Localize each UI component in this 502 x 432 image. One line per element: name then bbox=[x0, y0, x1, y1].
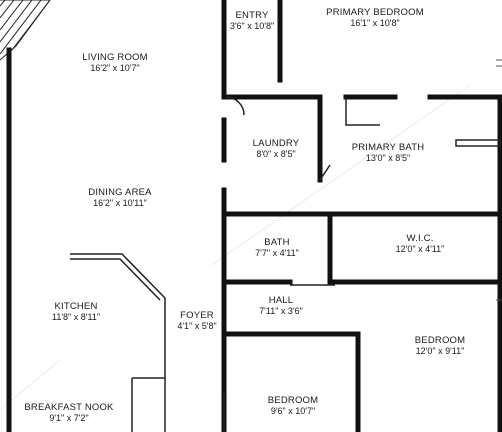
room-label-primary-bedroom: PRIMARY BEDROOM 16'1" x 10'8" bbox=[300, 7, 450, 29]
room-label-hall: HALL 7'11" x 3'6" bbox=[248, 295, 314, 317]
room-dimensions: 7'7" x 4'11" bbox=[255, 248, 299, 258]
room-label-foyer: FOYER 4'1" x 5'8" bbox=[170, 310, 224, 332]
room-label-bedroom-right: BEDROOM 12'0" x 9'11" bbox=[390, 335, 490, 357]
room-name: HALL bbox=[268, 295, 294, 306]
room-label-primary-bath: PRIMARY BATH 13'0" x 8'5" bbox=[338, 142, 438, 164]
room-name: ENTRY bbox=[235, 10, 269, 21]
room-label-wic: W.I.C. 12'0" x 4'11" bbox=[365, 233, 475, 255]
room-name: BATH bbox=[264, 237, 290, 248]
room-dimensions: 7'11" x 3'6" bbox=[259, 306, 303, 316]
room-name: BEDROOM bbox=[267, 395, 319, 406]
room-dimensions: 3'6" x 10'8" bbox=[229, 21, 275, 31]
room-label-breakfast-nook: BREAKFAST NOOK 9'1" x 7'2" bbox=[14, 402, 124, 424]
room-dimensions: 16'1" x 10'8" bbox=[350, 18, 400, 28]
room-label-bath: BATH 7'7" x 4'11" bbox=[240, 237, 314, 259]
room-name: DINING AREA bbox=[88, 187, 152, 198]
room-label-laundry: LAUNDRY 8'0" x 8'5" bbox=[238, 138, 314, 160]
room-dimensions: 13'0" x 8'5" bbox=[365, 153, 411, 163]
room-label-dining-area: DINING AREA 16'2" x 10'11" bbox=[60, 187, 180, 209]
room-name: PRIMARY BEDROOM bbox=[326, 7, 424, 18]
room-name: LIVING ROOM bbox=[82, 52, 148, 63]
room-name: PRIMARY BATH bbox=[351, 142, 425, 153]
room-name: LAUNDRY bbox=[252, 138, 300, 149]
room-dimensions: 11'8" x 8'11" bbox=[51, 312, 101, 322]
room-label-living-room: LIVING ROOM 16'2" x 10'7" bbox=[60, 52, 170, 74]
room-dimensions: 9'1" x 7'2" bbox=[49, 413, 89, 423]
room-dimensions: 16'2" x 10'11" bbox=[93, 198, 147, 208]
room-name: FOYER bbox=[180, 310, 214, 321]
room-dimensions: 8'0" x 8'5" bbox=[256, 149, 296, 159]
room-label-bedroom-bottom: BEDROOM 9'6" x 10'7" bbox=[248, 395, 338, 417]
room-name: BREAKFAST NOOK bbox=[24, 402, 114, 413]
window-marks bbox=[496, 59, 502, 301]
room-dimensions: 16'2" x 10'7" bbox=[90, 63, 140, 73]
room-label-entry: ENTRY 3'6" x 10'8" bbox=[226, 10, 278, 32]
room-name: W.I.C. bbox=[406, 233, 434, 244]
walls bbox=[6, 0, 502, 432]
room-name: KITCHEN bbox=[54, 301, 98, 312]
thin-lines bbox=[70, 96, 501, 432]
room-name: BEDROOM bbox=[414, 335, 466, 346]
room-dimensions: 12'0" x 4'11" bbox=[395, 244, 445, 254]
room-dimensions: 9'6" x 10'7" bbox=[270, 406, 316, 416]
room-dimensions: 4'1" x 5'8" bbox=[177, 321, 217, 331]
room-dimensions: 12'0" x 9'11" bbox=[415, 346, 465, 356]
room-label-kitchen: KITCHEN 11'8" x 8'11" bbox=[40, 301, 112, 323]
